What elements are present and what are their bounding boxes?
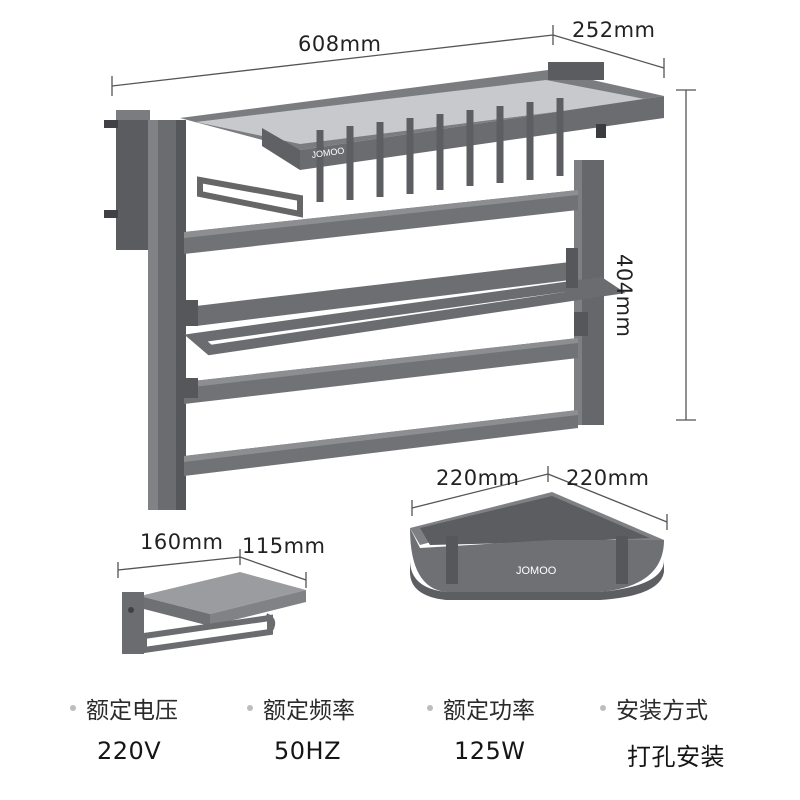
main-depth-label: 252mm xyxy=(572,18,656,42)
corner-shelf-brand-logo: JOMOO xyxy=(516,565,557,577)
corner-shelf: JOMOO xyxy=(410,492,664,600)
dimension-lines xyxy=(111,25,696,588)
spec-install-value: 打孔安装 xyxy=(627,743,725,771)
bullet-dot xyxy=(600,705,606,711)
spec-frequency: 额定频率 50HZ xyxy=(247,688,355,765)
spec-voltage-value: 220V xyxy=(97,737,162,765)
spec-power-value: 125W xyxy=(454,737,526,765)
paper-holder xyxy=(122,572,306,654)
spec-power: 额定功率 125W xyxy=(427,688,535,765)
heated-towel-rack: JOMOO xyxy=(104,62,664,510)
bullet-dot xyxy=(247,705,253,711)
spec-frequency-value: 50HZ xyxy=(274,737,342,765)
spec-install: 安装方式 打孔安装 xyxy=(600,688,725,772)
spec-voltage-label: 额定电压 xyxy=(86,698,178,724)
spec-frequency-label: 额定频率 xyxy=(263,698,355,724)
shelf-brand-logo: JOMOO xyxy=(311,145,345,159)
corner-side-a-label: 220mm xyxy=(436,466,520,490)
main-height-label: 404mm xyxy=(612,254,636,338)
holder-width-label: 160mm xyxy=(140,530,224,554)
spec-install-label: 安装方式 xyxy=(616,698,708,724)
spec-power-label: 额定功率 xyxy=(443,698,535,724)
spec-list: 额定电压 220V 额定频率 50HZ 额定功率 125W 安装方式 打孔安装 xyxy=(70,688,770,778)
basket-slats xyxy=(316,98,564,202)
bullet-dot xyxy=(427,705,433,711)
spec-voltage: 额定电压 220V xyxy=(70,688,178,765)
holder-depth-label: 115mm xyxy=(242,534,326,558)
bullet-dot xyxy=(70,705,76,711)
corner-side-b-label: 220mm xyxy=(566,466,650,490)
main-width-label: 608mm xyxy=(298,32,382,56)
